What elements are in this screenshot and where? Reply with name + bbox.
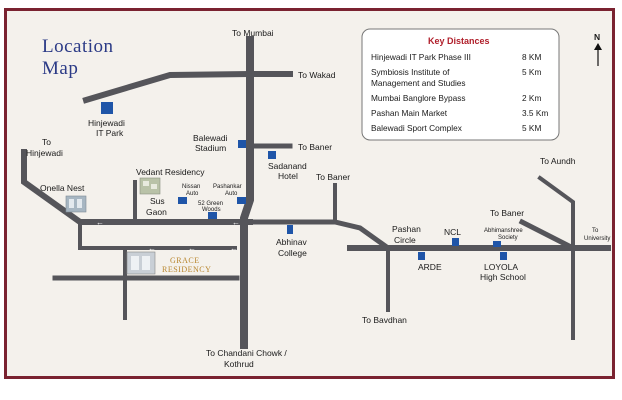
nissan-marker bbox=[178, 197, 187, 204]
label-hinjewadi-2: IT Park bbox=[96, 128, 124, 138]
kd-dist-3: 2 Km bbox=[522, 93, 541, 103]
label-sadanand-1: Sadanand bbox=[268, 161, 307, 171]
kd-place-2b: Management and Studies bbox=[371, 78, 466, 88]
label-sadanand-2: Hotel bbox=[278, 171, 298, 181]
label-to-mumbai: To Mumbai bbox=[232, 28, 274, 38]
markers bbox=[101, 102, 507, 260]
label-abhinav-2: College bbox=[278, 248, 307, 258]
svg-text:←: ← bbox=[230, 244, 238, 253]
key-distances-title: Key Distances bbox=[428, 36, 490, 46]
grace-name-2: RESIDENCY bbox=[162, 265, 211, 274]
label-to-wakad: To Wakad bbox=[298, 70, 336, 80]
kd-place-3: Mumbai Banglore Bypass bbox=[371, 93, 466, 103]
label-loyola-1: LOYOLA bbox=[484, 262, 518, 272]
place-labels: To Mumbai To Wakad Hinjewadi IT Park Bal… bbox=[26, 28, 610, 369]
kd-dist-1: 8 KM bbox=[522, 52, 541, 62]
lower-road bbox=[78, 220, 237, 250]
arde-marker bbox=[418, 252, 425, 260]
label-to-aundh: To Aundh bbox=[540, 156, 576, 166]
label-green-woods-2: Woods bbox=[202, 207, 221, 213]
label-nissan-2: Auto bbox=[186, 191, 199, 197]
kd-place-5: Balewadi Sport Complex bbox=[371, 123, 463, 133]
abhimanshree-marker bbox=[493, 241, 501, 247]
abhinav-marker bbox=[287, 225, 293, 234]
kd-place-1: Hinjewadi IT Park Phase III bbox=[371, 52, 471, 62]
north-label: N bbox=[594, 32, 600, 42]
label-green-woods-1: 52 Green bbox=[198, 201, 223, 207]
kd-dist-5: 5 KM bbox=[522, 123, 541, 133]
label-onella: Onella Nest bbox=[40, 183, 85, 193]
vedant-building-icon bbox=[139, 177, 161, 195]
title-line2: Map bbox=[42, 58, 78, 79]
wakad-road bbox=[82, 71, 293, 104]
label-arde: ARDE bbox=[418, 262, 442, 272]
label-to-baner-mid: To Baner bbox=[316, 172, 350, 182]
label-abhinav-1: Abhinav bbox=[276, 237, 307, 247]
ncl-marker bbox=[452, 238, 459, 246]
label-sus-1: Sus bbox=[150, 196, 165, 206]
baner-right-road bbox=[518, 218, 577, 252]
baner-mid-road bbox=[247, 219, 392, 252]
label-abhimanshree-2: Society bbox=[498, 235, 518, 241]
label-loyola-2: High School bbox=[480, 272, 526, 282]
label-nissan-1: Nissan bbox=[182, 184, 200, 190]
hinjewadi-marker bbox=[101, 102, 113, 114]
kd-dist-2: 5 Km bbox=[522, 67, 541, 77]
loyola-marker bbox=[500, 252, 507, 260]
svg-text:←: ← bbox=[148, 244, 156, 253]
highway-road bbox=[240, 36, 254, 349]
green-woods-marker bbox=[208, 212, 217, 219]
road-arrows: ← ← ← ← ← bbox=[96, 218, 240, 253]
roads bbox=[21, 36, 611, 349]
label-pashan-1: Pashan bbox=[392, 224, 421, 234]
balewadi-marker bbox=[238, 140, 246, 148]
label-to-baner-right: To Baner bbox=[490, 208, 524, 218]
label-to-hinjewadi-2: Hinjewadi bbox=[26, 148, 63, 158]
grace-name-1: GRACE bbox=[170, 256, 200, 265]
label-ncl: NCL bbox=[444, 227, 461, 237]
kd-place-4: Pashan Main Market bbox=[371, 108, 448, 118]
key-distances-panel: Key Distances Hinjewadi IT Park Phase II… bbox=[361, 28, 560, 141]
label-pashan-2: Circle bbox=[394, 235, 416, 245]
svg-text:←: ← bbox=[96, 218, 104, 227]
svg-text:←: ← bbox=[232, 218, 240, 227]
label-vedant: Vedant Residency bbox=[136, 167, 205, 177]
pashankar-marker bbox=[237, 197, 246, 204]
title-line1: Location bbox=[42, 36, 114, 57]
hinjewadi-road bbox=[21, 149, 253, 225]
label-sus-2: Gaon bbox=[146, 207, 167, 217]
grace-residency-logo: GRACE RESIDENCY bbox=[126, 251, 211, 275]
kd-place-2a: Symbiosis Institute of bbox=[371, 67, 450, 77]
label-to-university-1: To bbox=[592, 228, 599, 234]
label-hinjewadi-1: Hinjewadi bbox=[88, 118, 125, 128]
label-pashankar-2: Auto bbox=[225, 191, 238, 197]
label-to-bavdhan: To Bavdhan bbox=[362, 315, 407, 325]
label-balewadi-2: Stadium bbox=[195, 143, 226, 153]
label-to-chandani-1: To Chandani Chowk / bbox=[206, 348, 287, 358]
aundh-road bbox=[537, 175, 575, 340]
label-pashankar-1: Pashankar bbox=[213, 184, 242, 190]
label-to-hinjewadi-1: To bbox=[42, 137, 51, 147]
north-arrow-icon: N bbox=[594, 32, 602, 66]
onella-building-icon bbox=[65, 195, 87, 213]
label-abhimanshree-1: Abhimanshree bbox=[484, 228, 523, 234]
sadanand-marker bbox=[268, 151, 276, 159]
label-to-chandani-2: Kothrud bbox=[224, 359, 254, 369]
label-to-baner-top: To Baner bbox=[298, 142, 332, 152]
label-balewadi-1: Balewadi bbox=[193, 133, 228, 143]
label-to-university-2: University bbox=[584, 236, 610, 242]
svg-text:←: ← bbox=[188, 244, 196, 253]
kd-dist-4: 3.5 Km bbox=[522, 108, 548, 118]
